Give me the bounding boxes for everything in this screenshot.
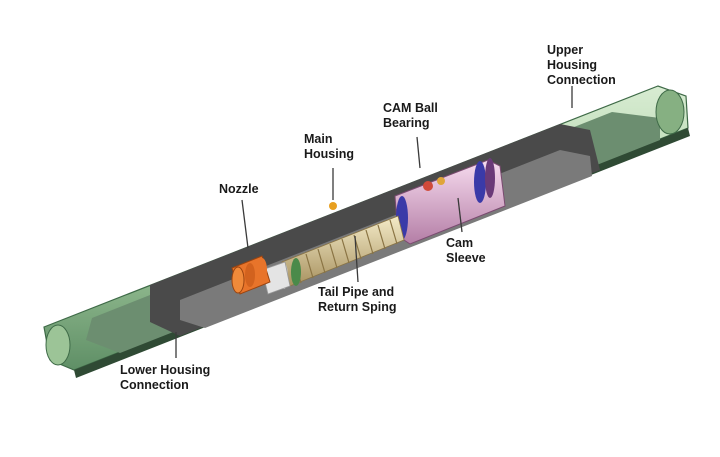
tail-pipe [261,261,291,295]
leader-lines [175,86,573,358]
label-nozzle: Nozzle [219,182,259,196]
nozzle-part [231,255,271,295]
bearing-ball [423,181,433,191]
label-cam-sleeve: Cam Sleeve [446,236,486,265]
label-lower-housing: Lower Housing Connection [120,363,214,392]
label-cam-ball-bearing: CAM Ball Bearing [383,101,441,130]
bearing-ball [437,177,445,185]
main-housing-marker [329,202,337,210]
label-main-housing: Main Housing [304,132,354,161]
label-upper-housing: Upper Housing Connection [547,43,616,87]
lower-end-bore [45,324,71,366]
upper-end-bore [655,89,685,135]
label-tail-pipe: Tail Pipe and Return Sping [318,285,398,314]
